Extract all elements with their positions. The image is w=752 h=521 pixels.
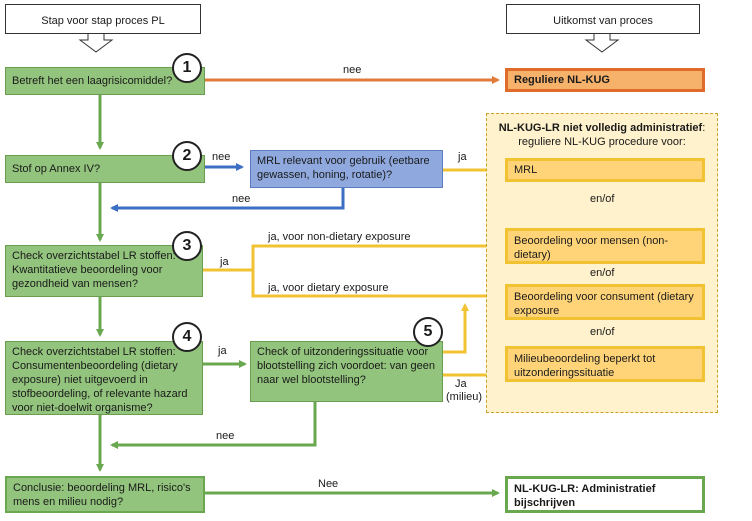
- label-ja-milieu-2: (milieu): [446, 391, 483, 403]
- step-number-2: 2: [172, 141, 202, 171]
- flow-5-back: [110, 402, 317, 449]
- and-or-1: en/of: [590, 193, 615, 205]
- label-nee-1: nee: [343, 64, 362, 76]
- outcome-milieu: Milieubeoordeling beperkt tot uitzonderi…: [505, 346, 705, 382]
- header-left: Stap voor stap proces PL: [5, 4, 201, 34]
- panel-title: NL-KUG-LR niet volledig administratief: …: [490, 121, 714, 149]
- outcome-admin-text: NL-KUG-LR: Administratief bijschrijven: [514, 483, 656, 509]
- and-or-3: en/of: [590, 326, 615, 338]
- mrl-question-box: MRL relevant voor gebruik (eetbare gewas…: [250, 150, 443, 188]
- step-5-box: Check of uitzonderingssituatie voor bloo…: [250, 341, 443, 402]
- outcome-consument: Beoordeling voor consument (dietary expo…: [505, 284, 705, 320]
- step-6-text: Conclusie: beoordeling MRL, risico's men…: [13, 482, 191, 508]
- label-nee-2: nee: [212, 151, 231, 163]
- step-1-box: Betreft het een laagrisicomiddel?: [5, 67, 205, 95]
- header-right: Uitkomst van proces: [506, 4, 700, 34]
- and-or-2: en/of: [590, 267, 615, 279]
- outcome-mrl-text: MRL: [514, 164, 538, 176]
- step-2-box: Stof op Annex IV?: [5, 155, 205, 183]
- label-Nee-final: Nee: [318, 478, 339, 490]
- label-nee-4: nee: [216, 430, 235, 442]
- step-4-text: Check overzichtstabel LR stoffen: Consum…: [12, 346, 188, 414]
- step-1-text: Betreft het een laagrisicomiddel?: [12, 75, 173, 87]
- flow-mrl-back: [110, 188, 345, 212]
- step-4-box: Check overzichtstabel LR stoffen: Consum…: [5, 341, 203, 415]
- label-ja-nondietary: ja, voor non-dietary exposure: [268, 231, 411, 243]
- step-number-3: 3: [172, 231, 202, 261]
- outcome-admin: NL-KUG-LR: Administratief bijschrijven: [505, 476, 705, 513]
- outcome-consument-text: Beoordeling voor consument (dietary expo…: [514, 291, 694, 317]
- header-right-arrow: [584, 31, 620, 53]
- step-6-box: Conclusie: beoordeling MRL, risico's men…: [5, 476, 205, 513]
- flow-5-up: [443, 303, 469, 354]
- step-5-text: Check of uitzonderingssituatie voor bloo…: [257, 346, 435, 386]
- label-ja-4: ja: [218, 345, 227, 357]
- step-number-4: 4: [172, 322, 202, 352]
- outcome-milieu-text: Milieubeoordeling beperkt tot uitzonderi…: [514, 353, 656, 379]
- label-nee-3: nee: [232, 193, 251, 205]
- mrl-question-text: MRL relevant voor gebruik (eetbare gewas…: [257, 155, 430, 181]
- step-number-5: 5: [413, 317, 443, 347]
- flow-ja-dietary: [251, 270, 500, 300]
- panel-title-rest: : reguliere NL-KUG procedure voor:: [518, 122, 706, 148]
- step-3-text: Check overzichtstabel LR stoffen: Kwanti…: [12, 250, 176, 290]
- outcome-mensen-text: Beoordeling voor mensen (non-dietary): [514, 235, 669, 261]
- panel-title-bold: NL-KUG-LR niet volledig administratief: [498, 122, 703, 134]
- step-3-box: Check overzichtstabel LR stoffen: Kwanti…: [5, 245, 203, 297]
- outcome-regular-text: Reguliere NL-KUG: [514, 74, 610, 86]
- label-ja-mrl: ja: [458, 151, 467, 163]
- label-ja-dietary: ja, voor dietary exposure: [268, 282, 389, 294]
- outcome-mrl: MRL: [505, 158, 705, 182]
- outcome-mensen: Beoordeling voor mensen (non-dietary): [505, 228, 705, 264]
- label-ja-milieu-1: Ja: [455, 378, 467, 390]
- step-2-text: Stof op Annex IV?: [12, 163, 101, 175]
- outcome-regular: Reguliere NL-KUG: [505, 68, 705, 92]
- step-number-1: 1: [172, 53, 202, 83]
- header-left-arrow: [78, 31, 114, 53]
- flow-ja-nondietary: [251, 242, 500, 270]
- label-ja-3: ja: [220, 256, 229, 268]
